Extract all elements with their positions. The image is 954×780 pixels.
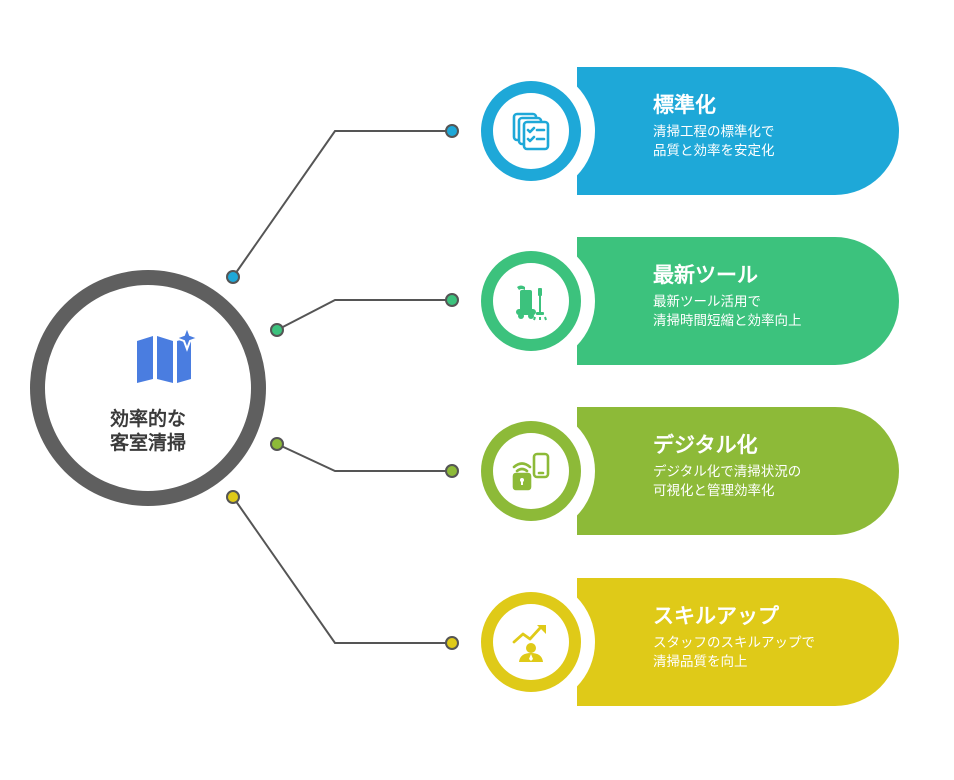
connector-dot <box>445 636 459 650</box>
card-icon-ring <box>467 237 595 365</box>
card-icon-ring <box>467 578 595 706</box>
hub-label-line1: 効率的な <box>109 408 186 430</box>
card-description-line1: デジタル化で清掃状況の <box>653 464 802 480</box>
card-latest-tools: 最新ツール 最新ツール活用で 清掃時間短縮と効率向上 <box>467 237 899 365</box>
card-description-line2: 品質と効率を安定化 <box>653 143 775 159</box>
connector-latest-tools <box>276 299 452 331</box>
hub-label-line2: 客室清掃 <box>109 432 186 454</box>
card-title: 最新ツール <box>653 263 758 287</box>
card-description-line1: スタッフのスキルアップで <box>653 635 815 651</box>
card-icon-ring <box>467 407 595 535</box>
connector-dot <box>270 323 284 337</box>
card-digital: デジタル化 デジタル化で清掃状況の 可視化と管理効率化 <box>467 407 899 535</box>
card-skillup: スキルアップ スタッフのスキルアップで 清掃品質を向上 <box>467 578 899 706</box>
connector-dot <box>445 293 459 307</box>
connector-standardization <box>232 130 452 278</box>
card-title: 標準化 <box>653 93 716 117</box>
card-description: 最新ツール活用で 清掃時間短縮と効率向上 <box>653 293 802 331</box>
connector-dot <box>270 437 284 451</box>
card-title: デジタル化 <box>653 433 758 457</box>
connector-dot <box>226 490 240 504</box>
connector-dot <box>226 270 240 284</box>
card-background <box>577 237 899 365</box>
map-sparkle-icon <box>137 327 199 383</box>
card-description-line1: 最新ツール活用で <box>653 294 761 310</box>
card-standardization: 標準化 清掃工程の標準化で 品質と効率を安定化 <box>467 67 899 195</box>
card-description-line2: 清掃時間短縮と効率向上 <box>653 313 802 329</box>
card-description-line2: 可視化と管理効率化 <box>653 483 775 499</box>
connector-dot <box>445 464 459 478</box>
card-description: デジタル化で清掃状況の 可視化と管理効率化 <box>653 463 801 501</box>
card-description-line2: 清掃品質を向上 <box>653 654 748 670</box>
hub-circle: 効率的な 客室清掃 <box>30 270 266 506</box>
card-background <box>577 67 899 195</box>
connector-dot <box>445 124 459 138</box>
card-background <box>577 407 899 535</box>
card-icon-ring <box>467 67 595 195</box>
connector-skillup <box>232 496 452 644</box>
card-background <box>577 578 899 706</box>
cleaning-machine-icon <box>516 285 547 321</box>
smart-lock-phone-icon <box>512 452 550 491</box>
card-description-line1: 清掃工程の標準化で <box>653 124 775 140</box>
checklist-documents-icon <box>512 112 550 151</box>
connector-digital <box>276 443 452 472</box>
card-title: スキルアップ <box>653 604 779 628</box>
card-description: 清掃工程の標準化で 品質と効率を安定化 <box>653 123 775 161</box>
card-description: スタッフのスキルアップで 清掃品質を向上 <box>653 634 815 672</box>
hub-label: 効率的な 客室清掃 <box>45 407 251 455</box>
staff-growth-icon <box>512 625 546 662</box>
